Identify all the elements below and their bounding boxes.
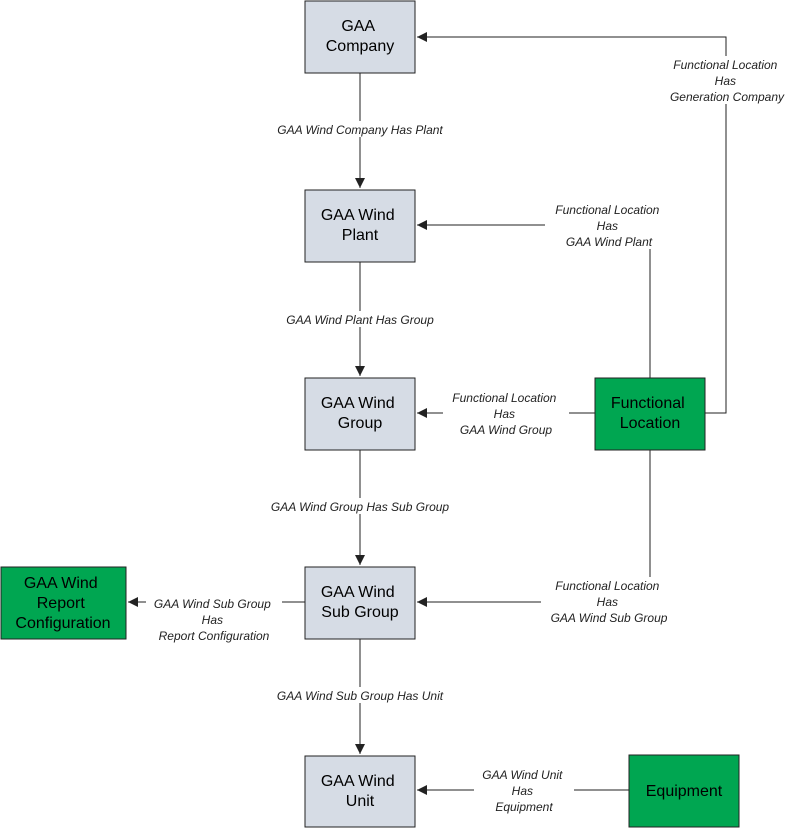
edge-label-text: Functional Location <box>673 58 777 72</box>
node-gaa-wind-unit-box <box>304 755 416 828</box>
svg-text:GAA Wind Sub Group: GAA Wind Sub Group <box>321 584 399 621</box>
svg-text:GAA Wind Plant Has Group: GAA Wind Plant Has Group <box>286 313 434 327</box>
edge-label-text: Functional Location <box>555 579 659 593</box>
svg-text:GAA Wind Plant: GAA Wind Plant <box>321 207 399 244</box>
node-gaa-wind-report-configuration[interactable]: GAA Wind Report Configuration <box>0 566 127 640</box>
node-gaa-wind-sub-group-label: GAA Wind <box>321 584 395 601</box>
edge-label-text: GAA Wind Group <box>460 423 552 437</box>
node-functional-location-label: Functional <box>611 395 685 412</box>
svg-text:Equipment: Equipment <box>646 783 723 800</box>
edge-label-text: Generation Company <box>670 90 785 104</box>
edge-label-text: Has <box>597 595 618 609</box>
svg-text:Functional Location Has: Functional Location Has GAA Wind Group <box>452 391 559 437</box>
edge-label-text: GAA Wind Unit <box>482 768 563 782</box>
edge-label-text: Has <box>202 613 223 627</box>
edge-label-text: GAA Wind Plant <box>566 235 653 249</box>
node-equipment[interactable]: Equipment <box>628 754 740 828</box>
edge-label-text: Functional Location <box>452 391 556 405</box>
node-gaa-wind-group-label: Group <box>338 415 383 432</box>
svg-text:GAA Wind Unit Has: GAA Wind Unit Has Equipment <box>482 768 565 814</box>
node-gaa-wind-plant-box <box>304 189 416 263</box>
edge-label-sub-group-has-unit: GAA Wind Sub Group Has Unit <box>265 687 455 703</box>
edge-label-text: GAA Wind Company Has Plant <box>277 123 443 137</box>
node-gaa-wind-sub-group[interactable]: GAA Wind Sub Group <box>304 566 416 640</box>
node-equipment-box <box>628 754 740 828</box>
node-gaa-wind-report-configuration-box <box>0 566 127 640</box>
node-functional-location-box <box>594 377 706 451</box>
edge-label-sub-group-has-report-configuration: GAA Wind Sub Group Has Report Configurat… <box>146 595 282 643</box>
svg-text:GAA Company: GAA Company <box>326 18 394 55</box>
edge-label-text: Report Configuration <box>159 629 270 643</box>
edge-label-text: GAA Wind Sub Group <box>551 611 668 625</box>
svg-text:Functional Location: Functional Location <box>611 395 689 432</box>
node-gaa-wind-plant-label: GAA Wind <box>321 207 395 224</box>
edge-label-fl-has-wind-group: Functional Location Has GAA Wind Group <box>443 389 569 437</box>
svg-text:GAA Wind Sub Group Has: GAA Wind Sub Group Has Report Configurat… <box>154 597 274 643</box>
edge-label-plant-has-group: GAA Wind Plant Has Group <box>275 311 445 327</box>
node-gaa-wind-unit-label: GAA Wind <box>321 773 395 790</box>
node-gaa-wind-unit[interactable]: GAA Wind Unit <box>304 755 416 828</box>
edge-label-company-has-plant: GAA Wind Company Has Plant <box>265 121 455 137</box>
node-functional-location-label: Location <box>620 415 681 432</box>
edge-label-fl-has-wind-sub-group: Functional Location Has GAA Wind Sub Gro… <box>541 577 677 625</box>
node-gaa-wind-unit-label: Unit <box>346 793 375 810</box>
edge-label-fl-has-wind-plant: Functional Location Has GAA Wind Plant <box>545 201 673 249</box>
edge-label-text: Has <box>512 784 533 798</box>
edge-label-text: GAA Wind Sub Group Has Unit <box>277 689 444 703</box>
edge-label-text: Equipment <box>495 800 553 814</box>
edge-label-text: GAA Wind Group Has Sub Group <box>271 500 450 514</box>
edge-label-text: Has <box>494 407 515 421</box>
node-gaa-wind-sub-group-label: Sub Group <box>321 604 398 621</box>
edge-label-text: Has <box>597 219 618 233</box>
node-gaa-wind-report-configuration-label: Report <box>37 595 86 612</box>
node-gaa-company-label: Company <box>326 38 394 55</box>
node-gaa-wind-sub-group-box <box>304 566 416 640</box>
edge-label-text: GAA Wind Sub Group <box>154 597 271 611</box>
edge-label-text: GAA Wind Plant Has Group <box>286 313 434 327</box>
edge-label-text: Has <box>715 74 736 88</box>
node-gaa-wind-plant-label: Plant <box>342 227 379 244</box>
node-gaa-company-box <box>304 0 416 74</box>
node-gaa-company[interactable]: GAA Company <box>304 0 416 74</box>
svg-text:Functional Location Has: Functional Location Has Generation Compa… <box>670 58 785 104</box>
edge-label-unit-has-equipment: GAA Wind Unit Has Equipment <box>474 766 574 814</box>
node-gaa-company-label: GAA <box>341 18 375 35</box>
svg-text:GAA Wind Group Has Sub Group: GAA Wind Group Has Sub Group <box>271 500 450 514</box>
svg-text:GAA Wind Company Has Plant: GAA Wind Company Has Plant <box>277 123 443 137</box>
svg-text:Functional Location Has: Functional Location Has GAA Wind Plant <box>555 203 662 249</box>
node-functional-location[interactable]: Functional Location <box>594 377 706 451</box>
node-gaa-wind-plant[interactable]: GAA Wind Plant <box>304 189 416 263</box>
svg-text:GAA Wind Unit: GAA Wind Unit <box>321 773 399 810</box>
node-equipment-label: Equipment <box>646 783 723 800</box>
svg-text:Functional Location Has: Functional Location Has GAA Wind Sub Gro… <box>551 579 668 625</box>
edge-label-group-has-sub-group: GAA Wind Group Has Sub Group <box>257 498 463 514</box>
edge-label-text: Functional Location <box>555 203 659 217</box>
node-gaa-wind-report-configuration-label: GAA Wind <box>24 575 98 592</box>
node-gaa-wind-report-configuration-label: Configuration <box>15 615 110 632</box>
svg-text:GAA Wind Report Co: GAA Wind Report Configuration <box>15 575 110 632</box>
node-gaa-wind-group[interactable]: GAA Wind Group <box>304 377 416 451</box>
svg-text:GAA Wind Sub Group Has Unit: GAA Wind Sub Group Has Unit <box>277 689 444 703</box>
node-gaa-wind-group-box <box>304 377 416 451</box>
svg-text:GAA Wind Group: GAA Wind Group <box>321 395 399 432</box>
node-gaa-wind-group-label: GAA Wind <box>321 395 395 412</box>
edge-label-fl-has-generation-company: Functional Location Has Generation Compa… <box>662 56 794 104</box>
edge-fl-to-company <box>417 32 727 414</box>
